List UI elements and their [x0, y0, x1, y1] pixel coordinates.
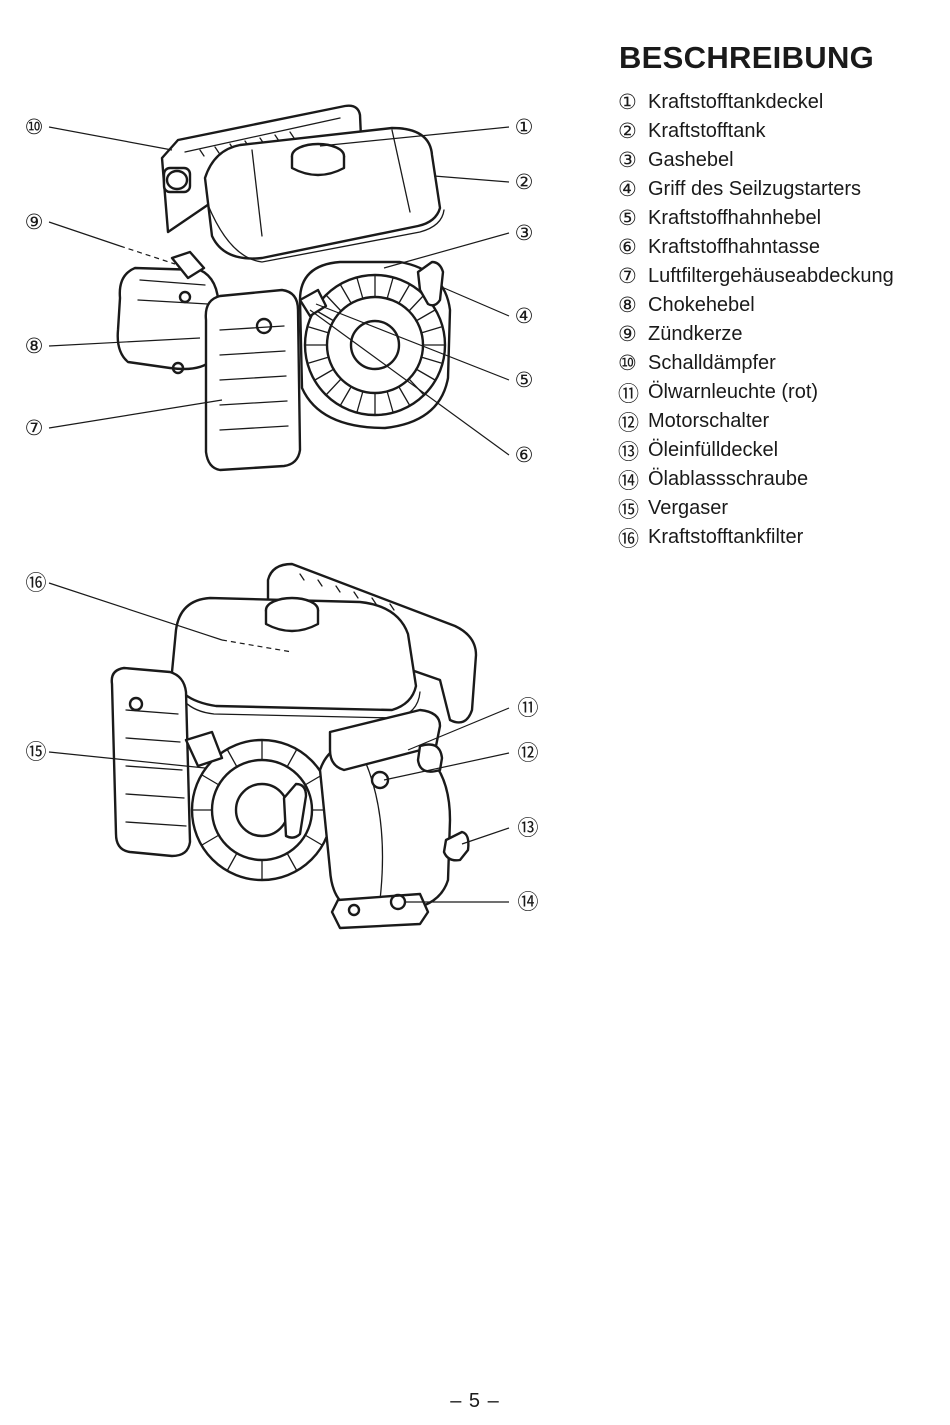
callout-1: ① [515, 115, 534, 139]
callout-15: ⑮ [26, 740, 47, 764]
legend-item: ① Kraftstofftankdeckel [618, 88, 894, 117]
legend-item: ⑥ Kraftstoffhahntasse [618, 233, 894, 262]
legend-item: ⑨ Zündkerze [618, 320, 894, 349]
legend-label: Griff des Seilzugstarters [648, 178, 862, 200]
legend-number: ⑩ [618, 352, 637, 375]
legend-label: Öleinfülldeckel [648, 439, 779, 461]
legend-item: ⑬ Öleinfülldeckel [618, 436, 894, 465]
legend-item: ⑭ Ölablassschraube [618, 465, 894, 494]
legend-number: ⑧ [618, 294, 637, 317]
page-title: BESCHREIBUNG [619, 40, 875, 75]
engine-rear-drawing: ⑯ ⑮ ⑪ ⑫ ⑬ ⑭ [26, 562, 539, 930]
callout-16: ⑯ [26, 571, 47, 595]
legend-item: ⑫ Motorschalter [618, 407, 894, 436]
callout-6: ⑥ [515, 443, 534, 467]
legend-item: ⑪ Ölwarnleuchte (rot) [618, 378, 894, 407]
legend-number: ⑭ [618, 469, 639, 493]
legend-label: Schalldämpfer [648, 352, 776, 374]
legend-number: ⑤ [618, 207, 637, 230]
legend-number: ⑥ [618, 236, 637, 259]
callout-12: ⑫ [518, 741, 539, 765]
legend-item: ③ Gashebel [618, 146, 894, 175]
callout-11: ⑪ [518, 696, 539, 720]
legend-number: ② [618, 120, 637, 143]
callout-2: ② [515, 170, 534, 194]
callout-9: ⑨ [25, 210, 44, 234]
legend-item: ⑤ Kraftstoffhahnhebel [618, 204, 894, 233]
legend-item: ② Kraftstofftank [618, 117, 894, 146]
legend-label: Kraftstoffhahnhebel [648, 207, 822, 229]
engine-front-drawing: ⑩ ⑨ ⑧ ⑦ ① ② ③ ④ ⑤ ⑥ [25, 104, 534, 472]
legend-label: Chokehebel [648, 294, 755, 316]
legend-label: Kraftstofftankdeckel [648, 91, 824, 113]
legend-item: ⑩ Schalldämpfer [618, 349, 894, 378]
legend-number: ⑮ [618, 498, 639, 522]
engine-rear-illustration: ⑯ ⑮ ⑪ ⑫ ⑬ ⑭ [0, 560, 600, 960]
legend-item: ⑧ Chokehebel [618, 291, 894, 320]
legend-number: ④ [618, 178, 637, 201]
legend-label: Kraftstoffhahntasse [648, 236, 820, 258]
legend-label: Zündkerze [648, 323, 743, 345]
legend-label: Kraftstofftank [648, 120, 766, 142]
callout-7: ⑦ [25, 416, 44, 440]
legend-item: ④ Griff des Seilzugstarters [618, 175, 894, 204]
legend-label: Kraftstofftankfilter [648, 526, 804, 548]
legend-number: ① [618, 91, 637, 114]
legend-number: ⑦ [618, 265, 637, 288]
legend-number: ⑨ [618, 323, 637, 346]
legend-label: Ölablassschraube [648, 468, 809, 490]
legend-item: ⑮ Vergaser [618, 494, 894, 523]
legend-number: ③ [618, 149, 637, 172]
callout-13: ⑬ [518, 816, 539, 840]
legend-label: Luftfiltergehäuseabdeckung [648, 265, 894, 287]
legend-label: Vergaser [648, 497, 729, 519]
legend-number: ⑫ [618, 411, 639, 435]
callout-10: ⑩ [25, 115, 44, 139]
page-number: – 5 – [450, 1390, 500, 1412]
legend-label: Gashebel [648, 149, 734, 171]
callout-4: ④ [515, 304, 534, 328]
legend-item: ⑦ Luftfiltergehäuseabdeckung [618, 262, 894, 291]
legend-number: ⑪ [618, 382, 639, 406]
callout-3: ③ [515, 221, 534, 245]
callout-8: ⑧ [25, 334, 44, 358]
legend-number: ⑬ [618, 440, 639, 464]
callout-5: ⑤ [515, 368, 534, 392]
legend-label: Motorschalter [648, 410, 770, 432]
legend-number: ⑯ [618, 527, 639, 551]
legend-item: ⑯ Kraftstofftankfilter [618, 523, 894, 552]
callout-14: ⑭ [518, 890, 539, 914]
legend-label: Ölwarnleuchte (rot) [648, 381, 819, 403]
engine-front-illustration: ⑩ ⑨ ⑧ ⑦ ① ② ③ ④ ⑤ ⑥ [0, 0, 600, 560]
